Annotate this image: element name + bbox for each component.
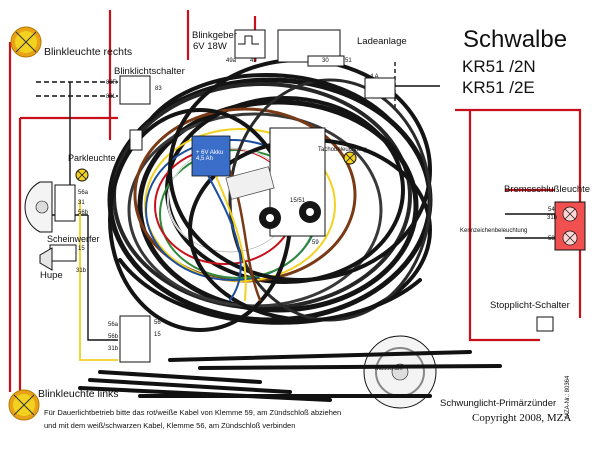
terminal-83l: 83L	[106, 94, 117, 100]
blinker-lamp-right	[10, 26, 42, 58]
terminal-59: 59	[312, 240, 319, 246]
terminal-51: 51	[345, 58, 352, 64]
label-bremsschluss: Bremsschlußleuchte	[504, 184, 591, 195]
terminal-15-b: 15	[154, 332, 161, 338]
label-blinkgeber-rating: 6V 18W	[193, 41, 227, 52]
terminal-56: 56	[154, 320, 161, 326]
title-schwalbe: Schwalbe	[463, 26, 568, 53]
terminal-31b: 31b	[76, 268, 87, 274]
park-lamp	[75, 168, 89, 182]
terminal-30: 30	[322, 58, 329, 64]
label-hupe: Hupe	[40, 270, 63, 281]
battery	[191, 135, 231, 177]
label-blinkgeber: Blinkgeber	[192, 30, 237, 41]
label-ladeanlage: Ladeanlage	[357, 36, 407, 47]
tacho-lamp	[343, 151, 357, 165]
terminal-31: 31	[78, 200, 85, 206]
model-kr51-2n: KR51 /2N	[462, 57, 536, 76]
terminal-15-51: 15/51	[290, 198, 306, 204]
terminal-83r: 83R	[106, 80, 118, 86]
horn	[39, 247, 53, 271]
blinker-lamp-left	[8, 389, 40, 421]
terminal-31b-tail: 31b	[547, 215, 558, 221]
terminal-15: 15	[78, 246, 85, 252]
cable-ties	[78, 350, 502, 402]
terminal-54: 54	[548, 207, 555, 213]
tail-lamp	[554, 201, 586, 251]
label-blinklichtschalter: Blinklichtschalter	[114, 66, 185, 77]
terminal-56a: 56a	[78, 190, 89, 196]
terminal-31b-b: 31b	[108, 346, 119, 352]
cable-harness	[107, 58, 433, 332]
footnote-line-2: und mit dem weiß/schwarzen Kabel, Klemme…	[44, 421, 296, 430]
model-kr51-2e: KR51 /2E	[462, 78, 535, 97]
label-blink-rechts: Blinkleuchte rechts	[44, 46, 133, 58]
footnote: Für Dauerlichtbetrieb bitte das rot/weiß…	[44, 406, 364, 432]
label-blink-links: Blinkleuchte links	[38, 388, 119, 400]
footnote-line-1: Für Dauerlichtbetrieb bitte das rot/weiß…	[44, 408, 342, 417]
terminal-56a-b: 56a	[108, 322, 119, 328]
blinkgeber-symbol	[238, 35, 259, 45]
terminal-strip	[225, 166, 275, 200]
headlight	[24, 181, 53, 233]
terminal-49a: 49a	[226, 58, 237, 64]
label-zuender: Schwunglicht-Primärzünder	[440, 398, 557, 409]
terminal-56b: 56b	[78, 210, 89, 216]
battery-label: + 6V Akku 4,5 Ah	[196, 150, 224, 162]
terminal-83: 83	[155, 86, 162, 92]
label-kennzeichen: Kennzeichenbeleuchtung	[460, 228, 528, 234]
terminal-4a: 4 A	[370, 74, 379, 80]
terminal-58: 58	[548, 236, 555, 242]
terminal-49: 49	[250, 58, 257, 64]
label-parkleuchte: Parkleuchte	[68, 153, 116, 163]
label-scheinwerfer: Scheinwerfer	[47, 234, 100, 244]
label-stopplicht: Stopplicht-Schalter	[490, 300, 570, 311]
terminal-56b-b: 56b	[108, 334, 119, 340]
label-masse: Masse am	[375, 366, 403, 372]
copyright: Copyright 2008, MZA	[472, 412, 572, 424]
label-tacho: Tachobeleuchtung	[318, 147, 367, 153]
